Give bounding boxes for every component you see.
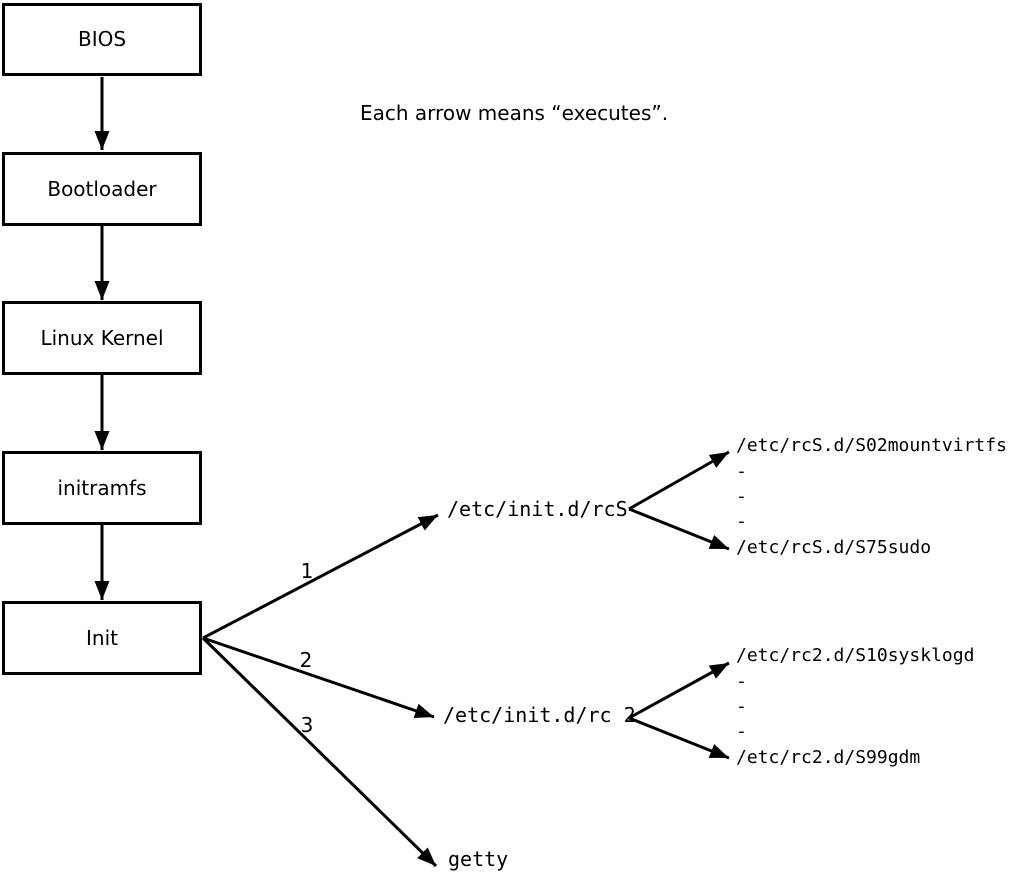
- arrow-init-to-rc2: [202, 636, 435, 719]
- arrow-rc2-to-last-script: [628, 716, 730, 760]
- initramfs-box: initramfs: [2, 451, 202, 525]
- bootloader-label: Bootloader: [47, 177, 157, 201]
- rcs-script-first: /etc/rcS.d/S02mountvirtfs: [736, 435, 1007, 456]
- init-box-rect: [2, 601, 202, 675]
- arrow-rcs-to-last-script: [628, 507, 730, 551]
- initramfs-box-rect: [2, 451, 202, 525]
- rc2-script-last: /etc/rc2.d/S99gdm: [736, 747, 920, 768]
- arrow-rc2-to-first-script: [628, 661, 730, 720]
- arrow-rcs-to-first-script: [628, 450, 730, 511]
- bootloader-box-rect: [2, 152, 202, 226]
- bios-box-rect: [2, 3, 202, 76]
- initramfs-label: initramfs: [57, 476, 146, 500]
- bios-label: BIOS: [78, 27, 126, 51]
- rc2-script-dot-1: -: [736, 671, 747, 692]
- rc2-script-dot-2: -: [736, 696, 747, 717]
- linux-kernel-label: Linux Kernel: [40, 326, 163, 350]
- rcs-target-label: /etc/init.d/rcS: [447, 497, 628, 521]
- init-label: Init: [86, 626, 118, 650]
- rcs-script-dot-3: -: [736, 511, 747, 532]
- branch-number-3: 3: [301, 713, 314, 737]
- rc2-script-dot-3: -: [736, 721, 747, 742]
- bootloader-box: Bootloader: [2, 152, 202, 226]
- linux-kernel-box: Linux Kernel: [2, 301, 202, 375]
- rc2-script-first: /etc/rc2.d/S10sysklogd: [736, 645, 974, 666]
- init-box: Init: [2, 601, 202, 675]
- rcs-script-dot-2: -: [736, 486, 747, 507]
- rcs-script-dot-1: -: [736, 461, 747, 482]
- arrow-init-to-getty: [201, 636, 438, 868]
- arrow-init-to-rcs: [202, 513, 439, 640]
- branch-number-1: 1: [301, 559, 314, 583]
- rc2-target-label: /etc/init.d/rc 2: [443, 703, 636, 727]
- branch-number-2: 2: [300, 648, 313, 672]
- bios-box: BIOS: [2, 3, 202, 76]
- rcs-script-last: /etc/rcS.d/S75sudo: [736, 537, 931, 558]
- note-executes: Each arrow means “executes”.: [360, 101, 668, 125]
- getty-target-label: getty: [448, 847, 508, 871]
- linux-kernel-box-rect: [2, 301, 202, 375]
